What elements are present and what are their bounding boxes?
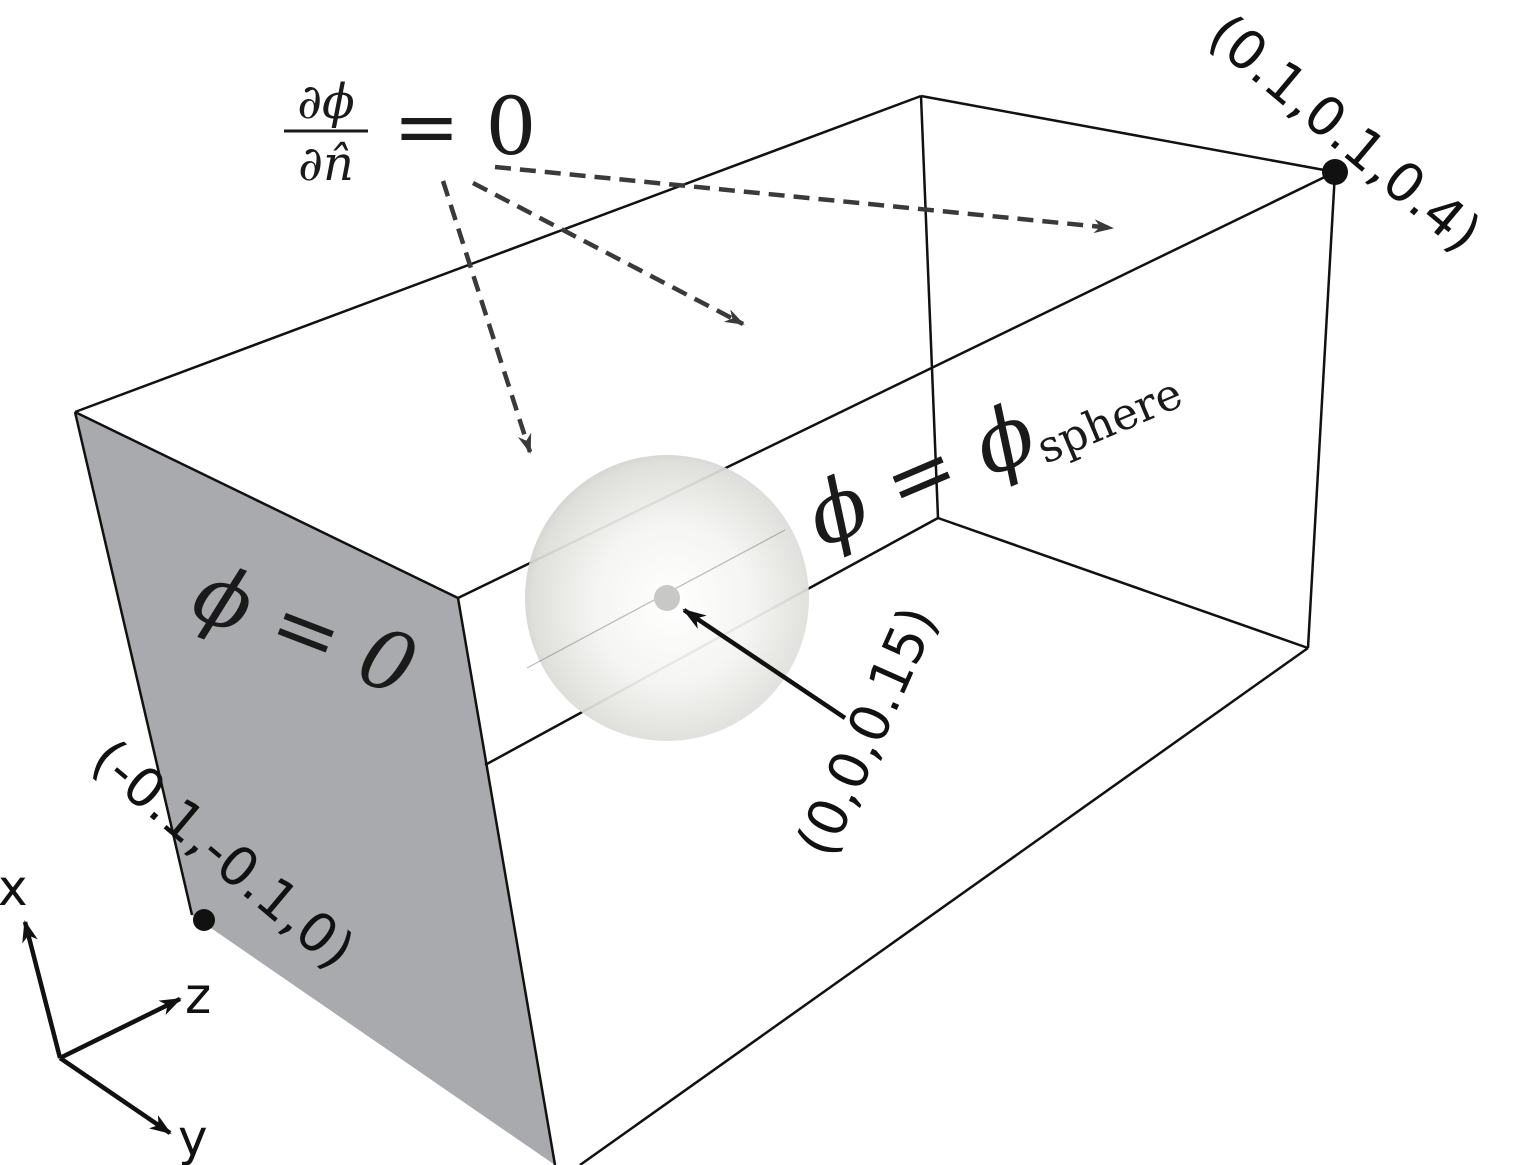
neumann-arrow-top [494,164,1114,234]
y-axis-arrow [58,1056,172,1135]
sphere-condition-subscript: sphere [1030,368,1190,474]
y-axis-label: y [178,1109,208,1165]
neumann-arrow-down [440,180,533,454]
neumann-denominator: ∂n̂ [298,136,354,192]
neumann-numerator: ∂ϕ [297,74,355,130]
z-axis-arrow [59,996,182,1061]
neumann-condition-label: ∂ϕ ∂n̂ = 0 [284,74,536,192]
sphere [525,455,809,741]
sphere-condition-main: ϕ = ϕ [792,383,1050,566]
sphere-center-point [654,585,680,611]
z-axis-label: z [185,967,211,1025]
svg-text:ϕ = ϕsphere: ϕ = ϕsphere [792,324,1190,568]
sphere-center-arrow [682,608,847,720]
neumann-arrows [440,164,1114,454]
dirichlet-face [75,412,555,1165]
corner-max-label: (0.1,0.1,0.4) [1197,2,1493,265]
sphere-center-label: (0,0,0.15) [784,597,950,865]
x-axis-label: x [0,859,28,917]
x-axis-arrow [22,920,63,1059]
sphere-condition-label: ϕ = ϕsphere [792,324,1190,568]
neumann-arrow-side [471,181,745,326]
axis-triad [22,920,182,1135]
neumann-rhs: = 0 [393,80,536,173]
corner-min-point [193,909,215,931]
corner-max-point [1322,159,1348,185]
